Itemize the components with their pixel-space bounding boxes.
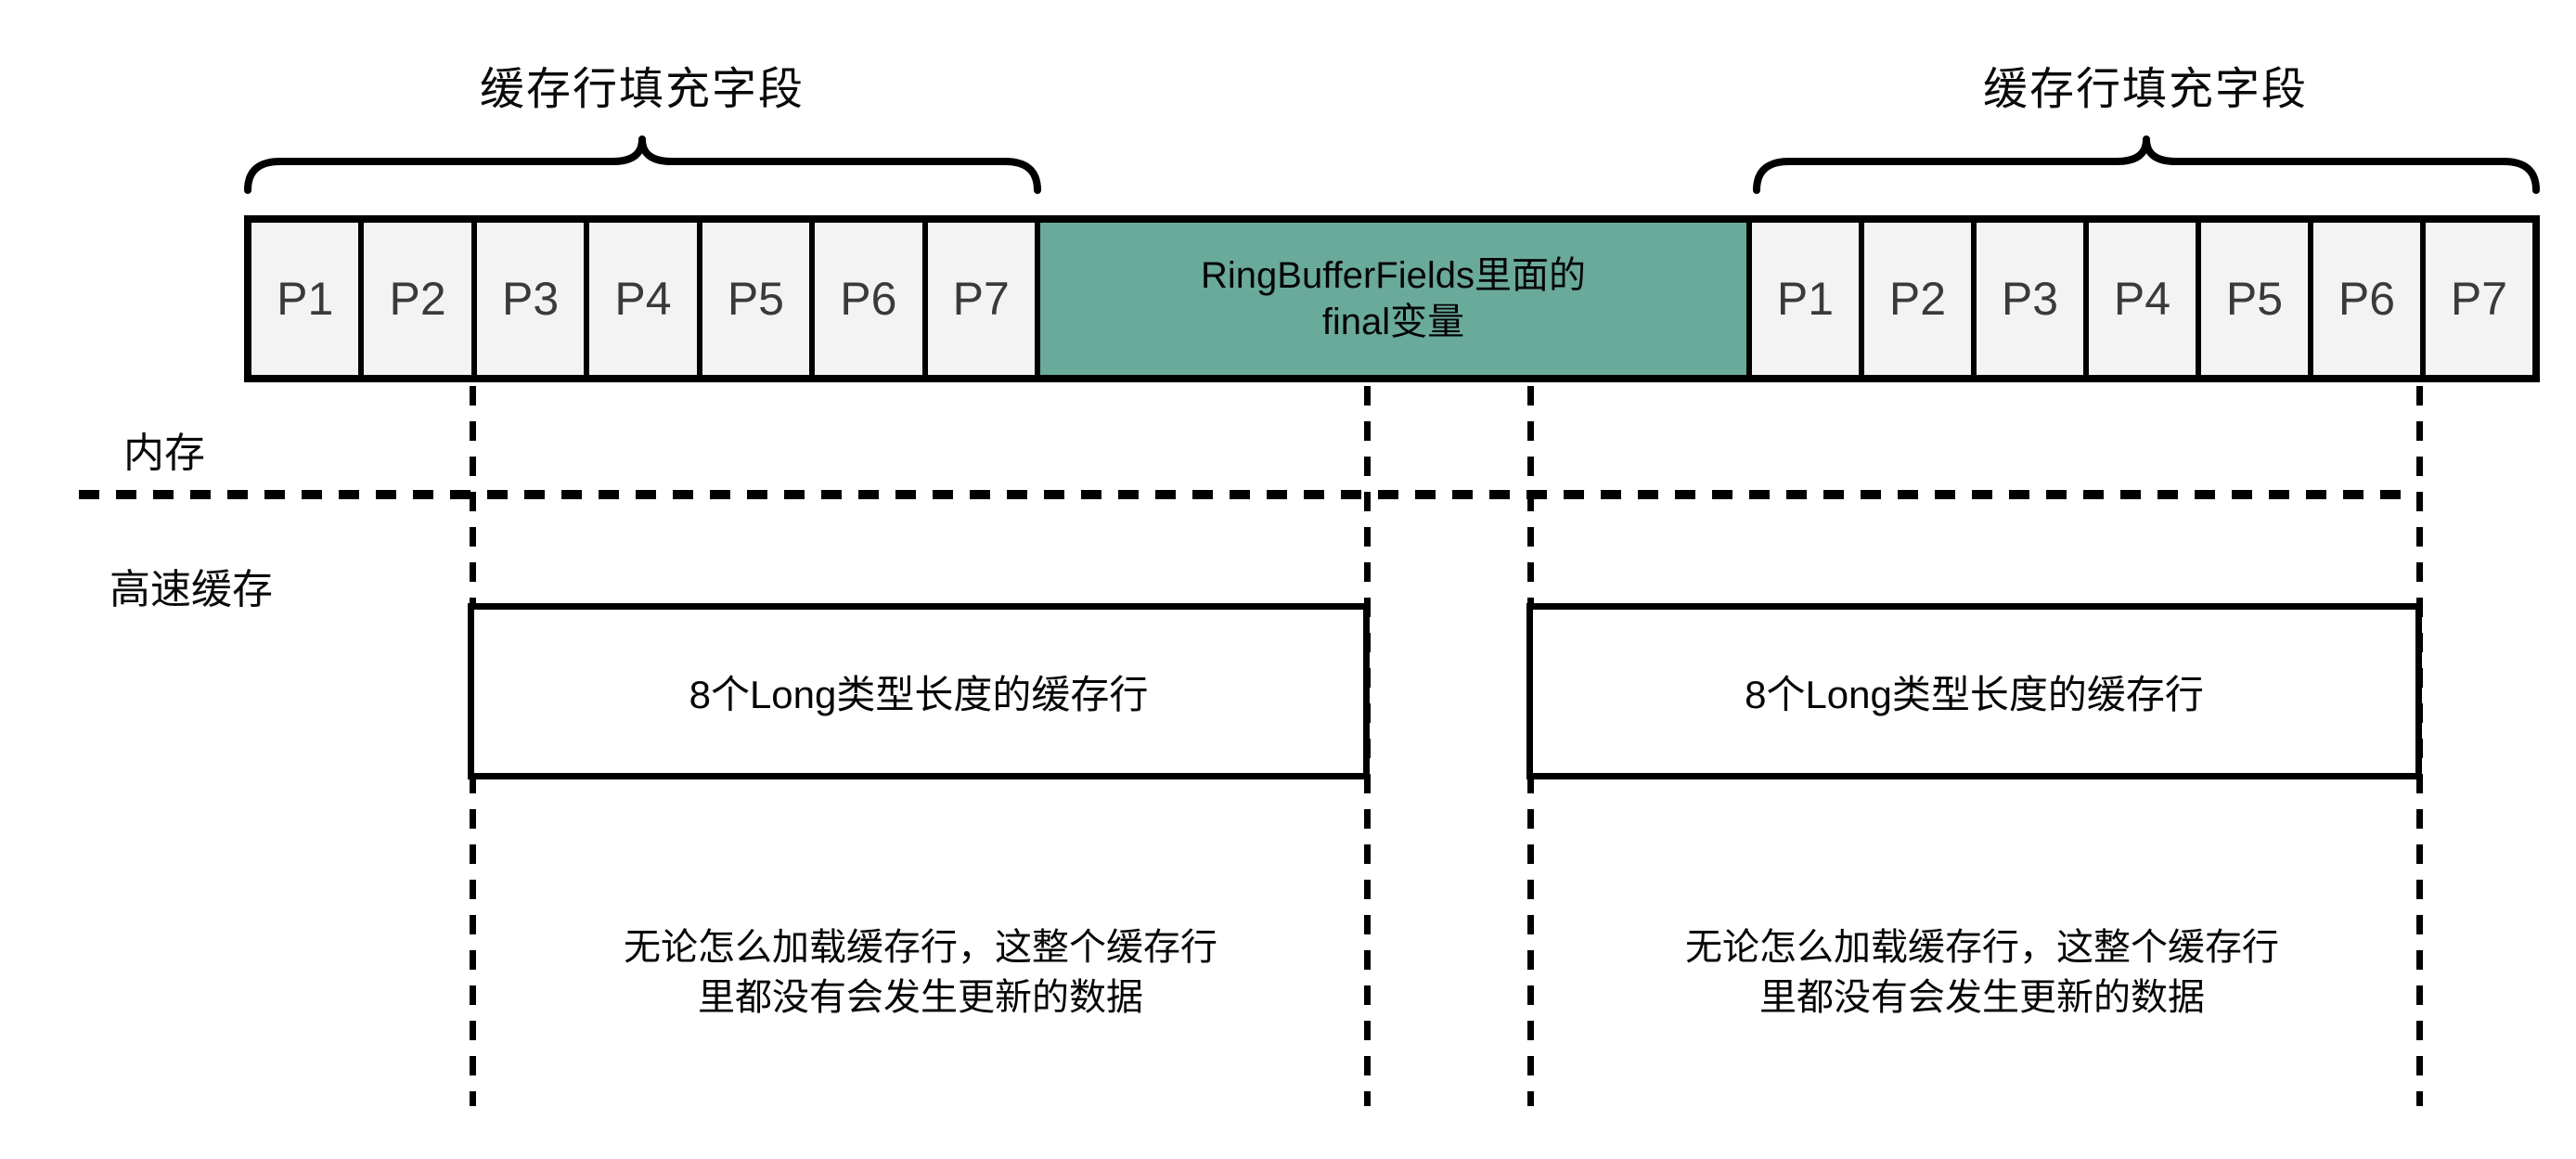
ringbuffer-fields-line2: final变量 — [1321, 302, 1465, 342]
padding-cell: P7 — [927, 223, 1035, 375]
ringbuffer-fields-cell: RingBufferFields里面的 final变量 — [1035, 223, 1752, 375]
left-brace-icon — [244, 135, 1041, 194]
padding-cell: P5 — [2201, 223, 2313, 375]
padding-cell: P1 — [1752, 223, 1864, 375]
ringbuffer-fields-line1: RingBufferFields里面的 — [1201, 255, 1586, 296]
right-brace-icon — [1753, 135, 2540, 194]
right-note-line2: 里都没有会发生更新的数据 — [1759, 977, 2205, 1018]
padding-cell: P5 — [702, 223, 816, 375]
left-note-line1: 无论怎么加载缓存行，这整个缓存行 — [624, 927, 1217, 968]
memory-cache-divider-dashed-line — [79, 490, 2413, 499]
padding-cell: P6 — [815, 223, 928, 375]
cache-label: 高速缓存 — [109, 567, 273, 612]
padding-cell: P4 — [2089, 223, 2201, 375]
right-note-line1: 无论怎么加载缓存行，这整个缓存行 — [1685, 927, 2279, 968]
padding-cell: P2 — [1864, 223, 1977, 375]
padding-cell: P4 — [589, 223, 702, 375]
left-padding-label: 缓存行填充字段 — [479, 65, 805, 114]
padding-cell: P2 — [364, 223, 477, 375]
memory-label: 内存 — [123, 431, 205, 476]
left-cacheline-note: 无论怎么加载缓存行，这整个缓存行 里都没有会发生更新的数据 — [457, 922, 1385, 1023]
left-cacheline-box: 8个Long类型长度的缓存行 — [468, 603, 1370, 779]
padding-cell: P7 — [2426, 223, 2532, 375]
padding-cell: P1 — [251, 223, 365, 375]
right-padding-label: 缓存行填充字段 — [1982, 65, 2308, 114]
padding-cell: P6 — [2313, 223, 2426, 375]
padding-cell: P3 — [1977, 223, 2089, 375]
right-cacheline-note: 无论怎么加载缓存行，这整个缓存行 里都没有会发生更新的数据 — [1518, 922, 2446, 1023]
right-cacheline-box: 8个Long类型长度的缓存行 — [1526, 603, 2422, 779]
padding-cell: P3 — [476, 223, 590, 375]
left-note-line2: 里都没有会发生更新的数据 — [698, 977, 1143, 1018]
